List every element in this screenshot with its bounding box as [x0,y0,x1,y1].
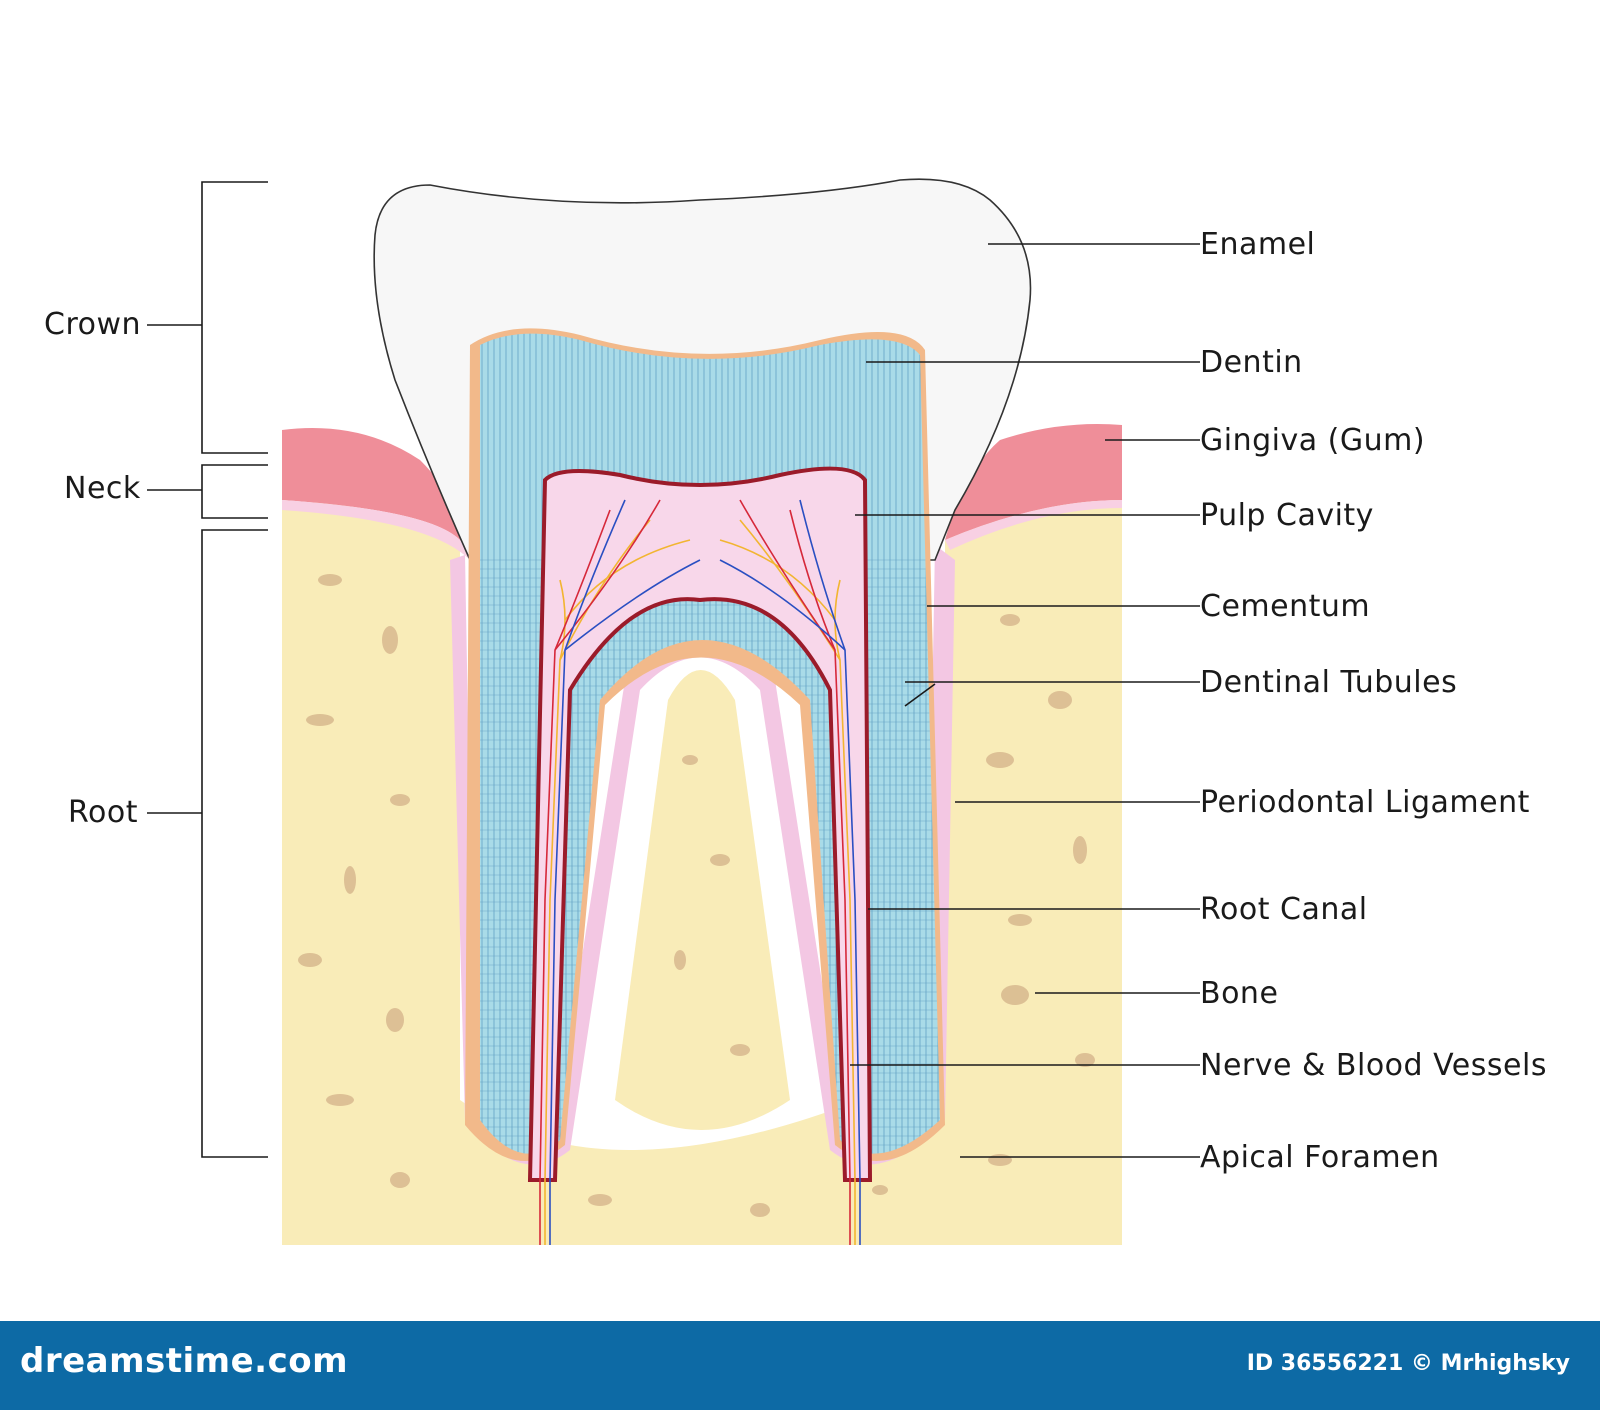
label-dentin: Dentin [1200,345,1303,380]
right-leader-lines [850,243,1200,1158]
label-enamel: Enamel [1200,227,1315,262]
label-crown: Crown [44,307,141,342]
pulp-cavity [527,466,873,1182]
bone [282,500,1122,1245]
nerve-and-blood-vessels [539,499,861,1245]
label-root: Root [68,795,138,830]
left-brackets [147,181,268,1158]
label-dentinal-tubules: Dentinal Tubules [1200,665,1457,700]
footer-bar: dreamstime.com ID 36556221 © Mrhighsky [0,1321,1600,1410]
label-cementum: Cementum [1200,589,1370,624]
label-neck: Neck [64,471,141,506]
gingiva [282,424,1122,560]
label-nerve-blood-vessels: Nerve & Blood Vessels [1200,1048,1547,1083]
footer-credit: ID 36556221 © Mrhighsky [1246,1351,1570,1376]
label-apical-foramen: Apical Foramen [1200,1140,1440,1175]
label-periodontal-ligament: Periodontal Ligament [1200,785,1530,820]
bone-spots [298,574,1095,1217]
footer-logo[interactable]: dreamstime.com [20,1341,349,1381]
label-bone: Bone [1200,976,1278,1011]
label-gingiva: Gingiva (Gum) [1200,423,1425,458]
label-pulp-cavity: Pulp Cavity [1200,498,1374,533]
label-root-canal: Root Canal [1200,892,1368,927]
